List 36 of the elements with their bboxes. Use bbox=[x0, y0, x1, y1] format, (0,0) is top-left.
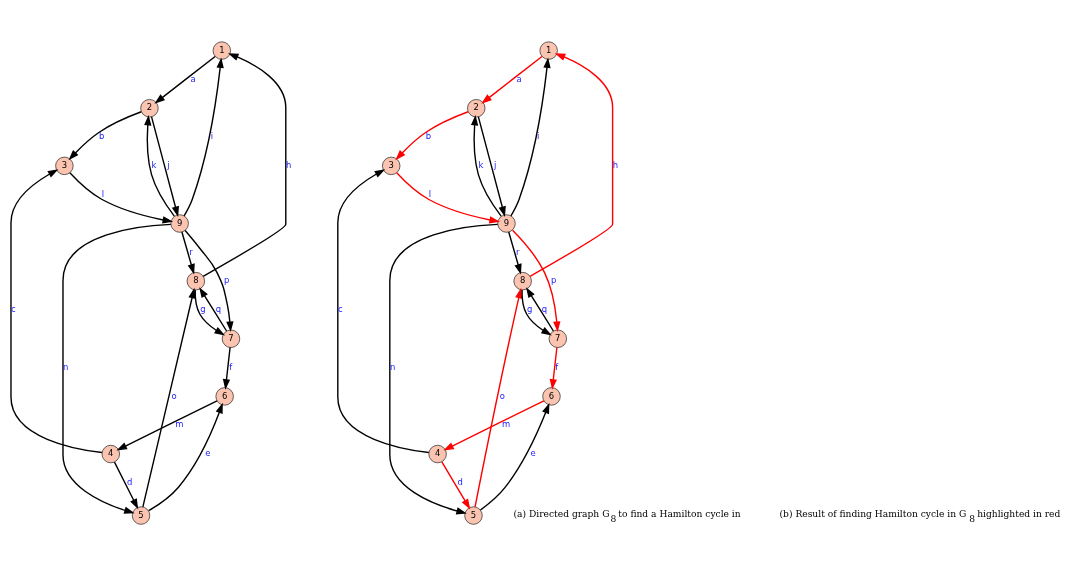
edge-label: o bbox=[499, 390, 505, 401]
edge-label: o bbox=[171, 390, 177, 401]
edge-label: e bbox=[530, 448, 536, 459]
edge-label: a bbox=[190, 73, 196, 84]
edge-label: e bbox=[205, 448, 211, 459]
edge-label: h bbox=[612, 160, 619, 171]
edge-label: k bbox=[151, 160, 157, 171]
edge-label: h bbox=[285, 160, 292, 171]
edge-label: g bbox=[200, 304, 206, 315]
edge-label: j bbox=[167, 160, 170, 171]
edge-label: c bbox=[11, 304, 16, 315]
edge-label: g bbox=[527, 304, 533, 315]
edge-label: r bbox=[189, 246, 193, 257]
edge-label: p bbox=[550, 275, 557, 286]
edge-label: q bbox=[215, 304, 221, 315]
edge-label: i bbox=[536, 131, 540, 142]
edge-label: l bbox=[101, 188, 105, 199]
edge-label: d bbox=[127, 477, 133, 488]
edge-label: a bbox=[516, 73, 522, 84]
edge-label: n bbox=[389, 361, 396, 372]
edge-label: n bbox=[63, 361, 69, 372]
edge-label: f bbox=[229, 361, 233, 372]
edge-label: b bbox=[98, 131, 105, 142]
edge-label: l bbox=[428, 188, 432, 199]
edge-label: i bbox=[210, 131, 214, 142]
edge-label: k bbox=[478, 160, 484, 171]
edge-label: c bbox=[337, 304, 343, 315]
edge-label: b bbox=[425, 131, 432, 142]
edge-label: d bbox=[457, 477, 463, 488]
edge-label: p bbox=[224, 275, 230, 286]
edge-label: j bbox=[494, 160, 497, 171]
edge-label: q bbox=[541, 304, 548, 315]
edge-label: m bbox=[502, 419, 511, 430]
edge-label: r bbox=[516, 246, 520, 257]
edge-label: m bbox=[175, 419, 184, 430]
edge-label: f bbox=[555, 361, 559, 372]
